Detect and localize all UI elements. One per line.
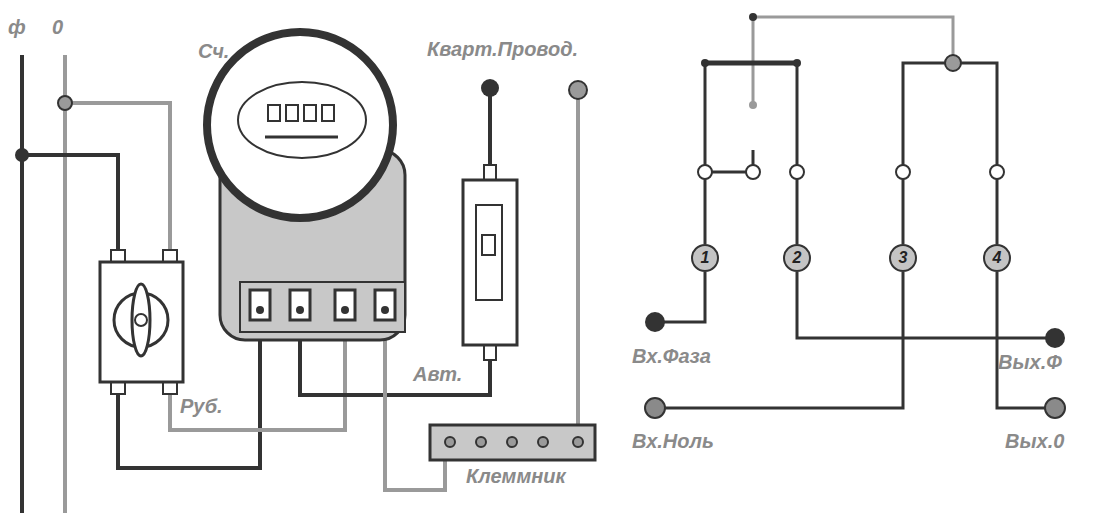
callout-number: 4 xyxy=(993,250,1002,266)
terminal-number-circle: 1 xyxy=(691,244,719,272)
callout-number: 2 xyxy=(793,250,802,266)
part-label: Руб. xyxy=(180,395,223,418)
callout-number: 3 xyxy=(899,250,908,266)
part-label: Кварт.Провод. xyxy=(427,38,578,61)
part-label: ф xyxy=(8,16,26,39)
part-label: Вых.0 xyxy=(1005,430,1064,453)
part-label: Вх.Фаза xyxy=(632,345,711,368)
part-label: Вых.Ф xyxy=(998,351,1062,374)
terminal-number-circle: 2 xyxy=(783,244,811,272)
part-label: 0 xyxy=(52,16,63,39)
part-label: Клеммник xyxy=(466,465,566,488)
callout-number: 1 xyxy=(701,250,710,266)
part-label: Вх.Ноль xyxy=(632,430,714,453)
part-label: Сч. xyxy=(198,40,229,63)
part-label: Авт. xyxy=(413,363,462,386)
terminal-number-circle: 4 xyxy=(983,244,1011,272)
terminal-number-circle: 3 xyxy=(889,244,917,272)
